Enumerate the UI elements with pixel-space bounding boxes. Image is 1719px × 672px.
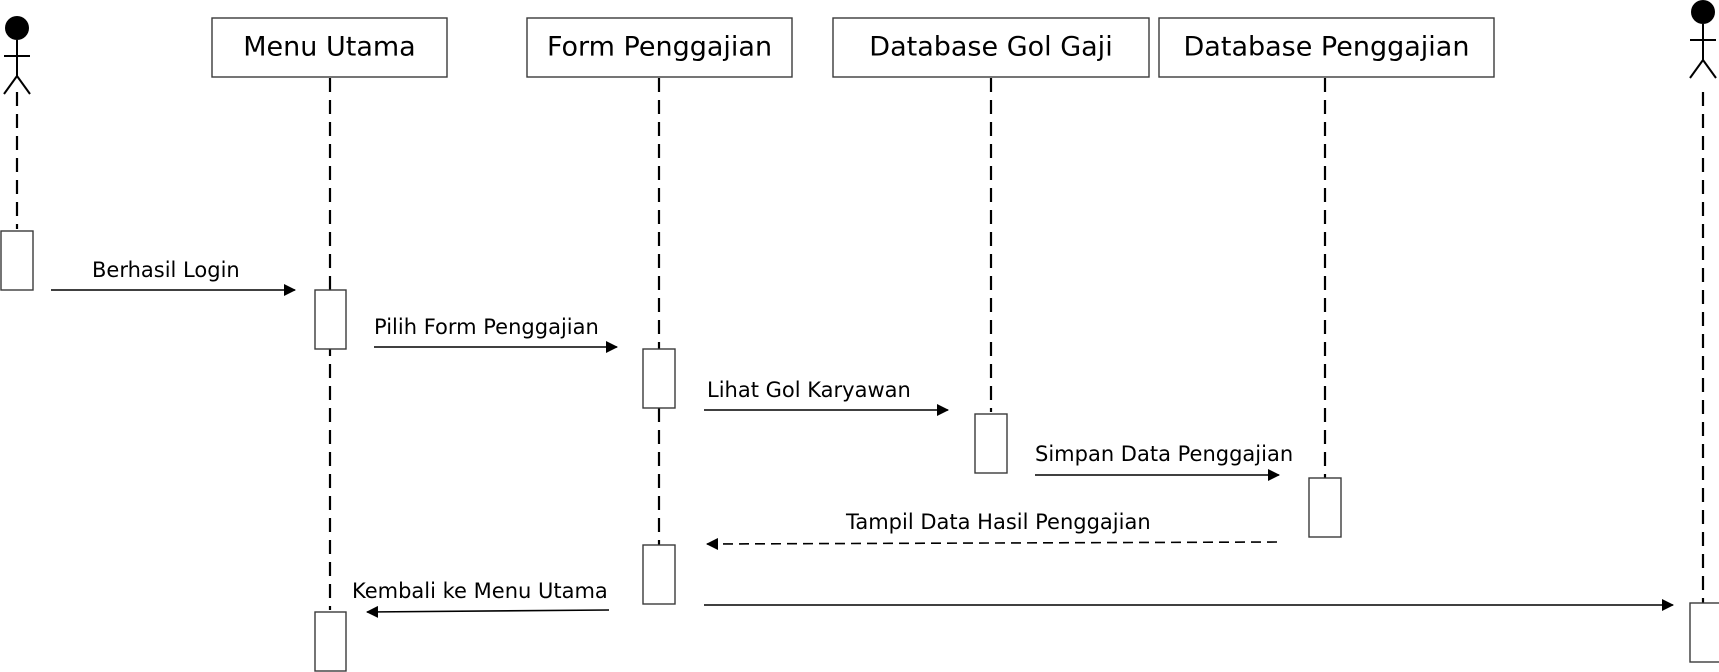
activation-box-form-penggajian-2 (642, 544, 676, 605)
message-berhasil-login: Berhasil Login (51, 258, 296, 296)
message-label: Pilih Form Penggajian (374, 315, 599, 339)
participant-label-form-penggajian: Form Penggajian (547, 32, 772, 63)
participant-label-menu-utama: Menu Utama (243, 32, 415, 63)
message-lihat-gol-karyawan: Lihat Gol Karyawan (704, 378, 949, 416)
activation-box-menu-utama-2 (314, 611, 347, 672)
message-label: Kembali ke Menu Utama (352, 579, 608, 603)
message-label: Tampil Data Hasil Penggajian (845, 510, 1151, 534)
activation-box-actor-right (1689, 602, 1719, 663)
activation-box-actor-left (0, 230, 34, 291)
message-label: Berhasil Login (92, 258, 240, 282)
participant-database-penggajian: Database Penggajian (1158, 17, 1495, 78)
activation-box-form-penggajian-1 (642, 348, 676, 409)
message-label: Simpan Data Penggajian (1035, 442, 1293, 466)
message-tampil-data-hasil-penggajian: Tampil Data Hasil Penggajian (706, 510, 1278, 550)
activation-box-database-penggajian (1308, 477, 1342, 538)
actor-right-icon (1689, 0, 1717, 79)
participant-menu-utama: Menu Utama (211, 17, 448, 78)
message-arrow (366, 605, 610, 618)
message-pilih-form-penggajian: Pilih Form Penggajian (374, 315, 618, 353)
activation-box-database-gol-gaji (974, 413, 1008, 474)
participant-form-penggajian: Form Penggajian (526, 17, 793, 78)
message-simpan-data-penggajian: Simpan Data Penggajian (1035, 442, 1293, 481)
participant-label-database-penggajian: Database Penggajian (1184, 32, 1470, 63)
activation-box-menu-utama-1 (314, 289, 347, 350)
actor-left-icon (3, 16, 31, 95)
message-arrow (706, 537, 1278, 550)
message-kembali-ke-menu-utama: Kembali ke Menu Utama (352, 579, 610, 618)
participant-database-gol-gaji: Database Gol Gaji (832, 17, 1150, 78)
message-label: Lihat Gol Karyawan (707, 378, 911, 402)
participant-label-database-gol-gaji: Database Gol Gaji (869, 32, 1112, 63)
